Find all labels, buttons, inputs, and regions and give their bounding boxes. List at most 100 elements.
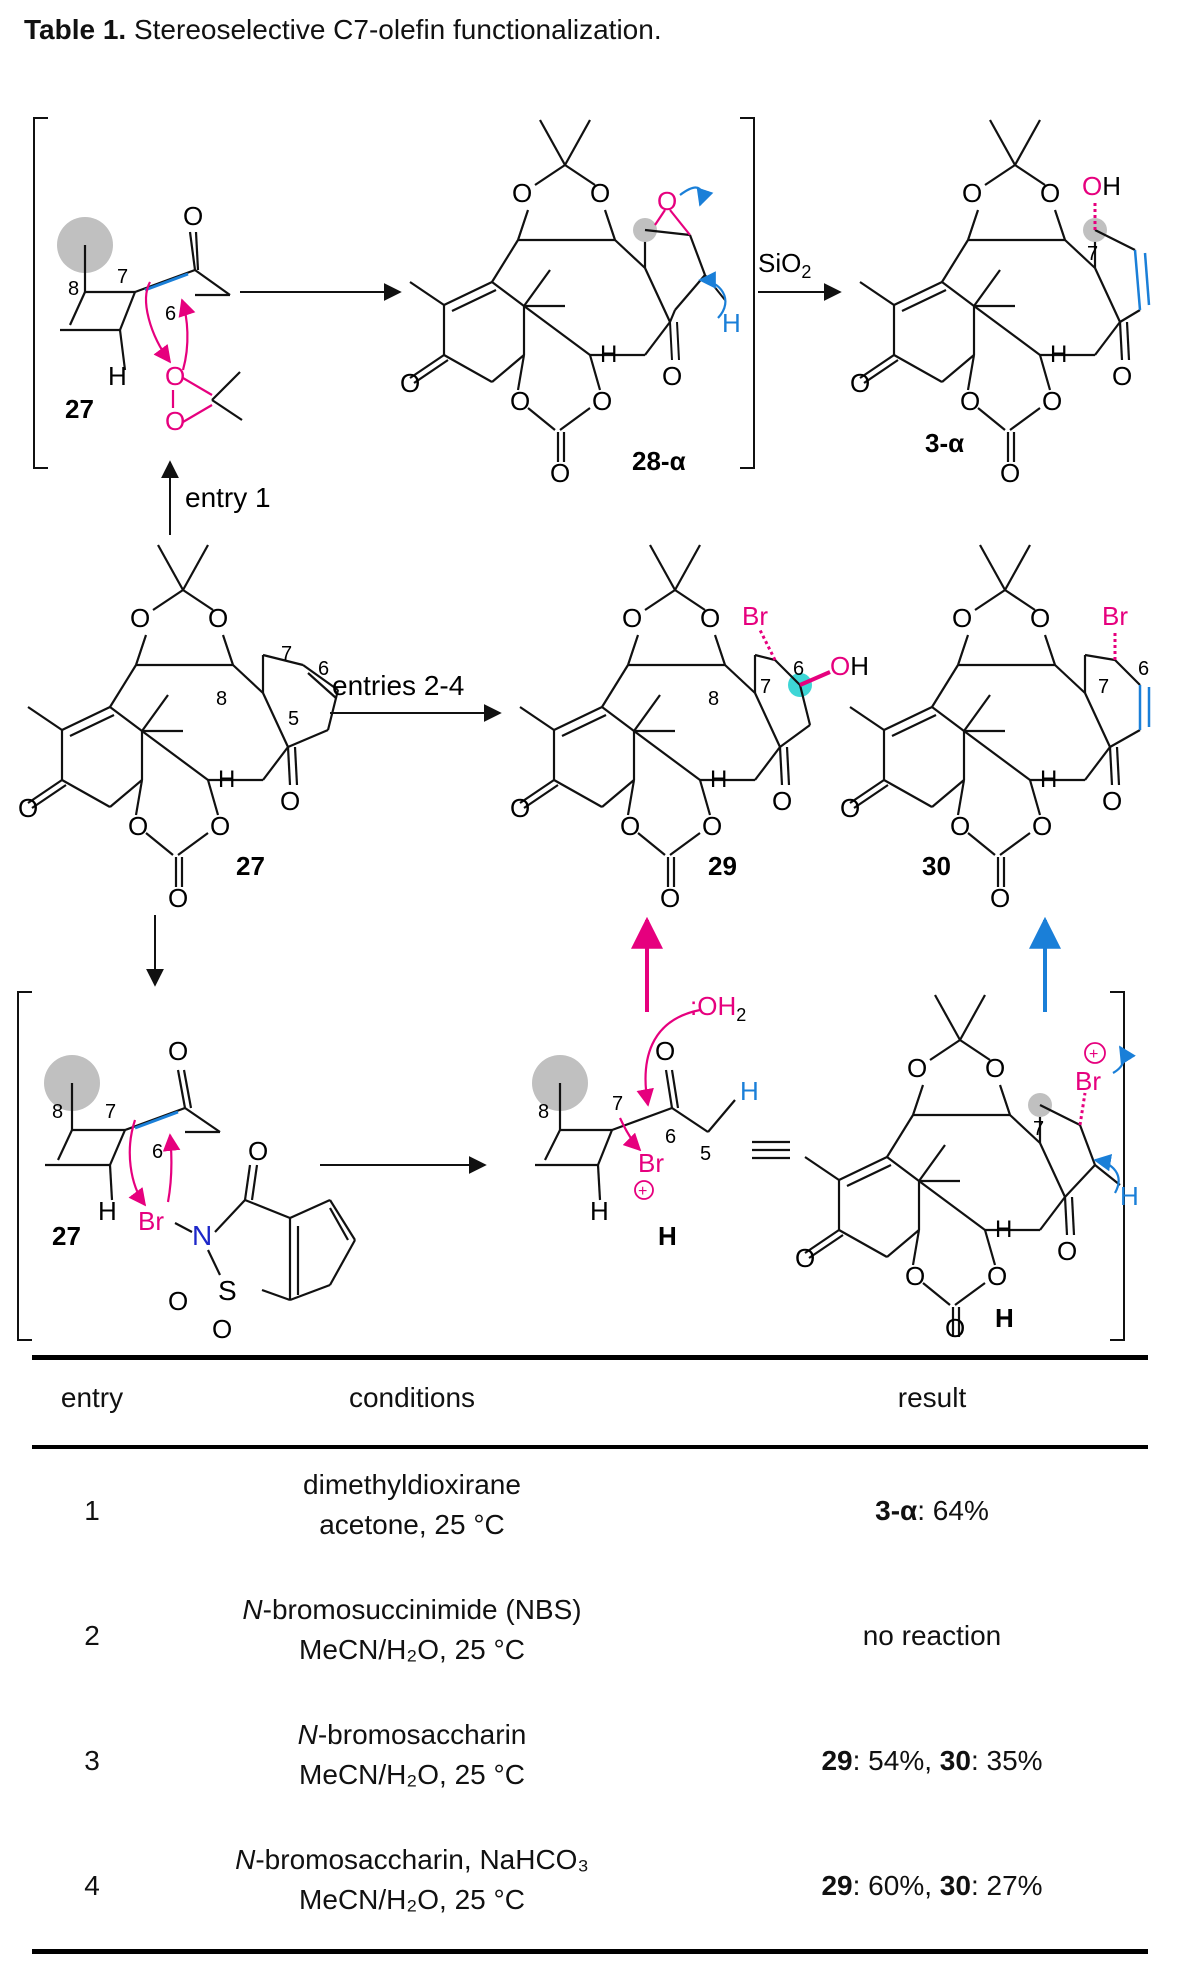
- atom-o: O: [1032, 811, 1052, 841]
- atom-o: O: [620, 811, 640, 841]
- entries24-label: entries 2-4: [332, 670, 464, 701]
- atom-o: O: [962, 178, 982, 208]
- results-table: entry conditions result 1 dimethyldioxir…: [32, 1355, 1148, 1954]
- caption-title: Stereoselective C7-olefin functionalizat…: [133, 14, 662, 45]
- atom-o: O: [1042, 386, 1062, 416]
- locant-7: 7: [760, 676, 771, 698]
- compound-29: Br OH O O 7 6 8 H O O O O O 29: [510, 543, 869, 913]
- locant-7: 7: [1098, 676, 1109, 698]
- reaction-scheme: O 8 7 6 H 27 O O: [17, 117, 1151, 1344]
- atom-oh: OH: [1082, 171, 1121, 201]
- atom-o: O: [700, 603, 720, 633]
- compound-30: Br O O 7 6 H O O O O O 30: [840, 543, 1151, 913]
- atom-br: Br: [138, 1206, 164, 1236]
- atom-o: O: [18, 793, 38, 823]
- atom-o: O: [510, 386, 530, 416]
- table-top-rule: [32, 1355, 1148, 1360]
- table-caption: Table 1. Stereoselective C7-olefin funct…: [24, 14, 662, 46]
- atom-o: O: [210, 811, 230, 841]
- atom-plus: +: [1089, 1046, 1098, 1063]
- locant-8: 8: [216, 688, 227, 710]
- atom-o: O: [128, 811, 148, 841]
- locant-6: 6: [793, 658, 804, 680]
- atom-h: H: [722, 308, 741, 338]
- atom-o: O: [165, 406, 185, 436]
- atom-o: O: [212, 1314, 232, 1344]
- atom-o: O: [907, 1053, 927, 1083]
- atom-br: Br: [638, 1148, 664, 1178]
- atom-o: O: [655, 1036, 675, 1066]
- atom-plus: +: [638, 1183, 647, 1200]
- locant-7: 7: [105, 1101, 116, 1123]
- atom-o: O: [400, 368, 420, 398]
- result-cell: 29: 54%, 30: 35%: [821, 1745, 1043, 1776]
- atom-n: N: [192, 1220, 212, 1251]
- conditions-cell: N-bromosuccinimide (NBS) MeCN/H₂O, 25 °C: [242, 1594, 582, 1665]
- header-entry: entry: [60, 1382, 124, 1413]
- caption-label: Table 1.: [24, 14, 127, 45]
- atom-o: O: [985, 1053, 1005, 1083]
- conditions-cell: N-bromosaccharin MeCN/H₂O, 25 °C: [297, 1719, 527, 1790]
- table-row: 3 N-bromosaccharin MeCN/H₂O, 25 °C 29: 5…: [32, 1699, 1148, 1824]
- compound-27-label: 27: [236, 851, 265, 881]
- atom-o: O: [130, 603, 150, 633]
- atom-o: O: [772, 786, 792, 816]
- atom-h: H: [710, 766, 727, 793]
- atom-o: O: [590, 178, 610, 208]
- atom-o: O: [987, 1261, 1007, 1291]
- dmdo-mechanism: O 8 7 6 H 27 O O: [33, 117, 1151, 488]
- atom-h: H: [1050, 341, 1067, 368]
- compound-h-label: H: [995, 1303, 1014, 1333]
- atom-h: H: [1120, 1181, 1139, 1211]
- conditions-cell: N-bromosaccharin, NaHCO₃ MeCN/H₂O, 25 °C: [235, 1844, 589, 1915]
- atom-o: O: [248, 1136, 268, 1166]
- atom-o: O: [1102, 786, 1122, 816]
- result-cell: 3-α: 64%: [875, 1495, 989, 1526]
- atom-o: O: [660, 883, 680, 913]
- atom-o: O: [168, 1036, 188, 1066]
- compound-28-label: 28-α: [632, 446, 686, 476]
- atom-o: O: [952, 603, 972, 633]
- compound-30-label: 30: [922, 851, 951, 881]
- entry-number: 2: [84, 1620, 100, 1651]
- atom-o: O: [1040, 178, 1060, 208]
- locant-7: 7: [281, 643, 292, 665]
- atom-oh: OH: [830, 651, 869, 681]
- atom-h: H: [218, 766, 235, 793]
- compound-27: O O 7 6 5 8 H O O O O O 27: [18, 543, 340, 913]
- atom-o: O: [662, 361, 682, 391]
- compound-h-label: H: [658, 1221, 677, 1251]
- atom-o: O: [280, 786, 300, 816]
- atom-o: O: [592, 386, 612, 416]
- atom-o: O: [950, 811, 970, 841]
- compound-3-label: 3-α: [925, 428, 964, 458]
- atom-h: H: [995, 1216, 1012, 1243]
- atom-o: O: [168, 883, 188, 913]
- locant-5: 5: [288, 708, 299, 730]
- locant-6: 6: [665, 1126, 676, 1148]
- atom-br: Br: [1102, 601, 1128, 631]
- atom-h: H: [590, 1196, 609, 1226]
- atom-o: O: [208, 603, 228, 633]
- atom-o: O: [510, 793, 530, 823]
- atom-s: S: [218, 1275, 237, 1306]
- atom-o: O: [657, 186, 677, 216]
- locant-7: 7: [612, 1093, 623, 1115]
- entry-number: 1: [84, 1495, 100, 1526]
- atom-o: O: [990, 883, 1010, 913]
- locant-6: 6: [1138, 658, 1149, 680]
- table-row: 2 N-bromosuccinimide (NBS) MeCN/H₂O, 25 …: [32, 1574, 1148, 1699]
- locant-7: 7: [117, 266, 128, 288]
- locant-8: 8: [52, 1101, 63, 1123]
- result-cell: no reaction: [862, 1620, 1002, 1651]
- atom-o: O: [512, 178, 532, 208]
- atom-br: Br: [742, 601, 768, 631]
- locant-5: 5: [700, 1143, 711, 1165]
- atom-h: H: [108, 361, 127, 391]
- locant-7: 7: [1033, 1118, 1044, 1140]
- compound-29-label: 29: [708, 851, 737, 881]
- atom-o: O: [840, 793, 860, 823]
- entry1-label: entry 1: [185, 482, 271, 513]
- atom-o: O: [550, 458, 570, 488]
- bromonium-mechanism: O 8 7 6 H 27 Br N O S O O: [17, 991, 1139, 1344]
